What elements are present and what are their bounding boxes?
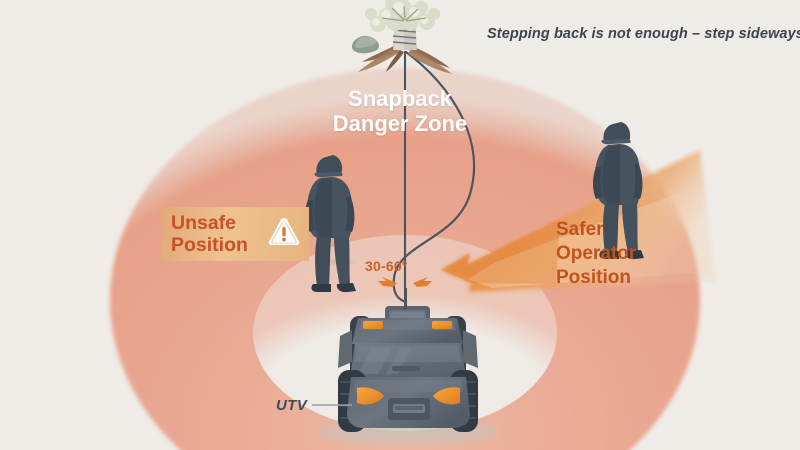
winch-cable-slack [392, 50, 476, 304]
rock [352, 35, 380, 54]
utv-fenders [338, 330, 478, 368]
unsafe-position-label: Unsafe Position [171, 212, 248, 256]
utv-headlight-right [433, 387, 460, 405]
unsafe-position-label-line2: Position [171, 234, 248, 256]
safer-position-label: Safer Operator Position [556, 218, 716, 290]
utv-headlight-left [357, 387, 384, 405]
danger-zone-label: Snapback Danger Zone [300, 86, 500, 136]
danger-zone-label-line2: Danger Zone [332, 111, 468, 136]
safer-position-wedge [441, 150, 716, 292]
unsafe-position-label-line1: Unsafe [171, 212, 237, 234]
safer-position-label-line2: Operator [556, 243, 637, 264]
utv-marker-light-right [432, 321, 452, 329]
tagline-text: Stepping back is not enough – step sidew… [487, 26, 800, 42]
safer-position-label-line1: Safer [556, 219, 604, 240]
unsafe-position-callout: Unsafe Position [161, 207, 309, 261]
angle-arrow-left [378, 277, 397, 287]
tree-branches [381, 5, 427, 22]
utv-front-nose [347, 366, 470, 428]
safer-position-label-line3: Position [556, 267, 631, 288]
person-figure-safe [593, 122, 646, 260]
tree-roots [358, 44, 452, 74]
person-figure-unsafe [305, 155, 359, 293]
utv-winch-mast [404, 288, 407, 310]
utv-marker-light-left [363, 321, 383, 329]
angle-arrow-right [413, 277, 432, 287]
warning-triangle-icon [268, 218, 300, 245]
utv-label: UTV [276, 397, 308, 414]
danger-zone-label-line1: Snapback [348, 86, 452, 111]
utv-hood [350, 343, 466, 378]
utv-upper-deck [352, 318, 463, 344]
angle-label: 30-60° [365, 258, 408, 274]
